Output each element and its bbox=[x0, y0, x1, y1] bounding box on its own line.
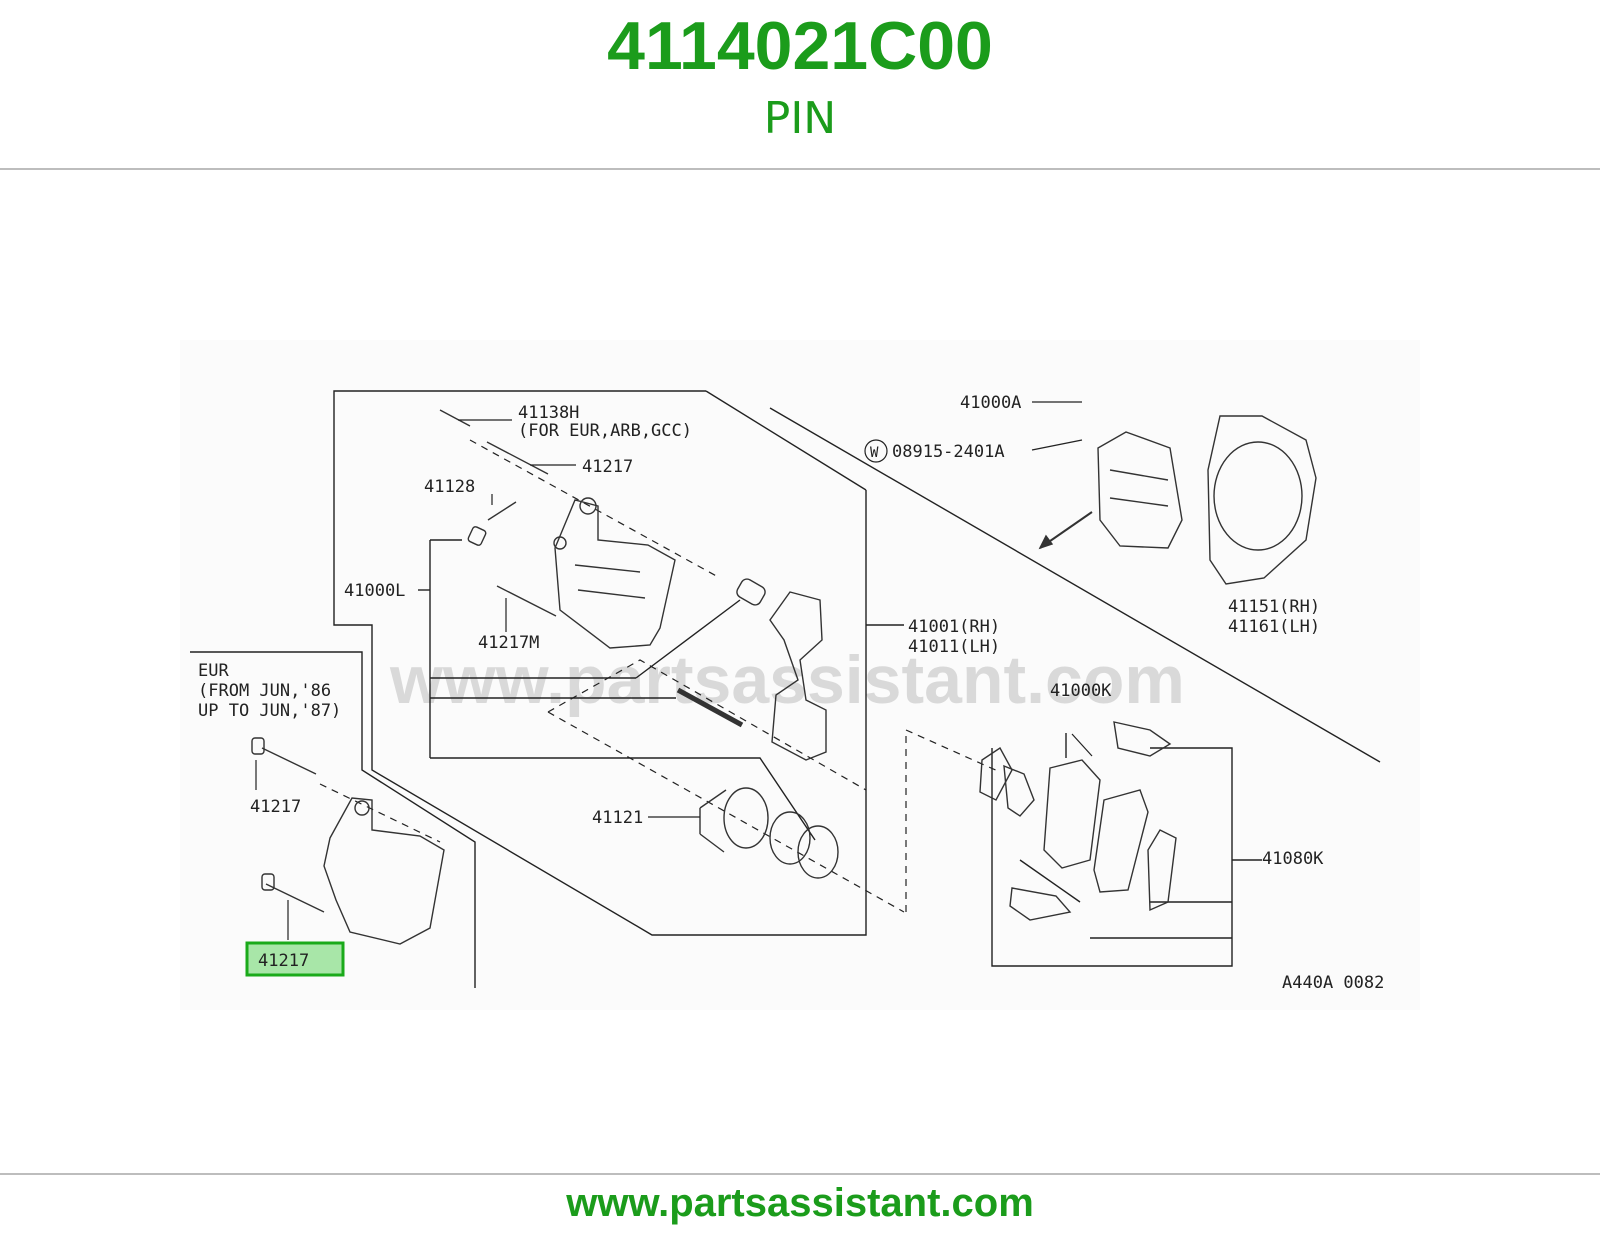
w-symbol-letter: W bbox=[870, 445, 879, 461]
callout-41000k[interactable]: 41000K bbox=[1050, 681, 1112, 701]
highlighted-part-box[interactable] bbox=[245, 941, 345, 977]
callout-41138h[interactable]: 41138H bbox=[518, 403, 579, 423]
header-divider bbox=[0, 168, 1600, 170]
part-number-title: 4114021C00 bbox=[607, 8, 993, 84]
part-sketches bbox=[251, 409, 1317, 945]
callout-41217m[interactable]: 41217M bbox=[478, 633, 539, 653]
watermark-text: www.partsassistant.com bbox=[389, 642, 1185, 718]
callout-41161-lh[interactable]: 41161(LH) bbox=[1228, 617, 1320, 637]
callout-41121[interactable]: 41121 bbox=[592, 808, 643, 828]
callout-41217-highlighted[interactable]: 41217 bbox=[258, 951, 309, 971]
callout-41128[interactable]: 41128 bbox=[424, 477, 475, 497]
callout-41001-rh[interactable]: 41001(RH) bbox=[908, 617, 1000, 637]
leader-lines bbox=[255, 401, 1093, 940]
callout-41000l[interactable]: 41000L bbox=[344, 581, 405, 601]
eur-note-upto: UP TO JUN,'87) bbox=[198, 701, 341, 721]
page-header: 4114021C00 PIN bbox=[0, 0, 1600, 168]
dashed-assembly-lines bbox=[319, 439, 1001, 913]
diagram-background bbox=[180, 340, 1420, 1010]
footer-website-link[interactable]: www.partsassistant.com bbox=[566, 1181, 1034, 1225]
callout-08915-2401a[interactable]: 08915-2401A bbox=[892, 442, 1005, 462]
callout-41138h-note: (FOR EUR,ARB,GCC) bbox=[518, 421, 692, 441]
callout-41217-eur[interactable]: 41217 bbox=[250, 797, 301, 817]
callout-41151-rh[interactable]: 41151(RH) bbox=[1228, 597, 1320, 617]
callout-41011-lh[interactable]: 41011(LH) bbox=[908, 637, 1000, 657]
footer-divider bbox=[0, 1173, 1600, 1175]
callout-41080k[interactable]: 41080K bbox=[1262, 849, 1324, 869]
part-name-subtitle: PIN bbox=[763, 93, 837, 144]
callout-41217-top[interactable]: 41217 bbox=[582, 457, 633, 477]
callout-41000a[interactable]: 41000A bbox=[960, 393, 1021, 413]
w-symbol-circle bbox=[864, 439, 888, 463]
eur-note-title: EUR bbox=[198, 661, 229, 681]
eur-note-from: (FROM JUN,'86 bbox=[198, 681, 331, 701]
frame-lines bbox=[190, 390, 1381, 988]
diagram-reference-code: A440A 0082 bbox=[1282, 973, 1384, 993]
